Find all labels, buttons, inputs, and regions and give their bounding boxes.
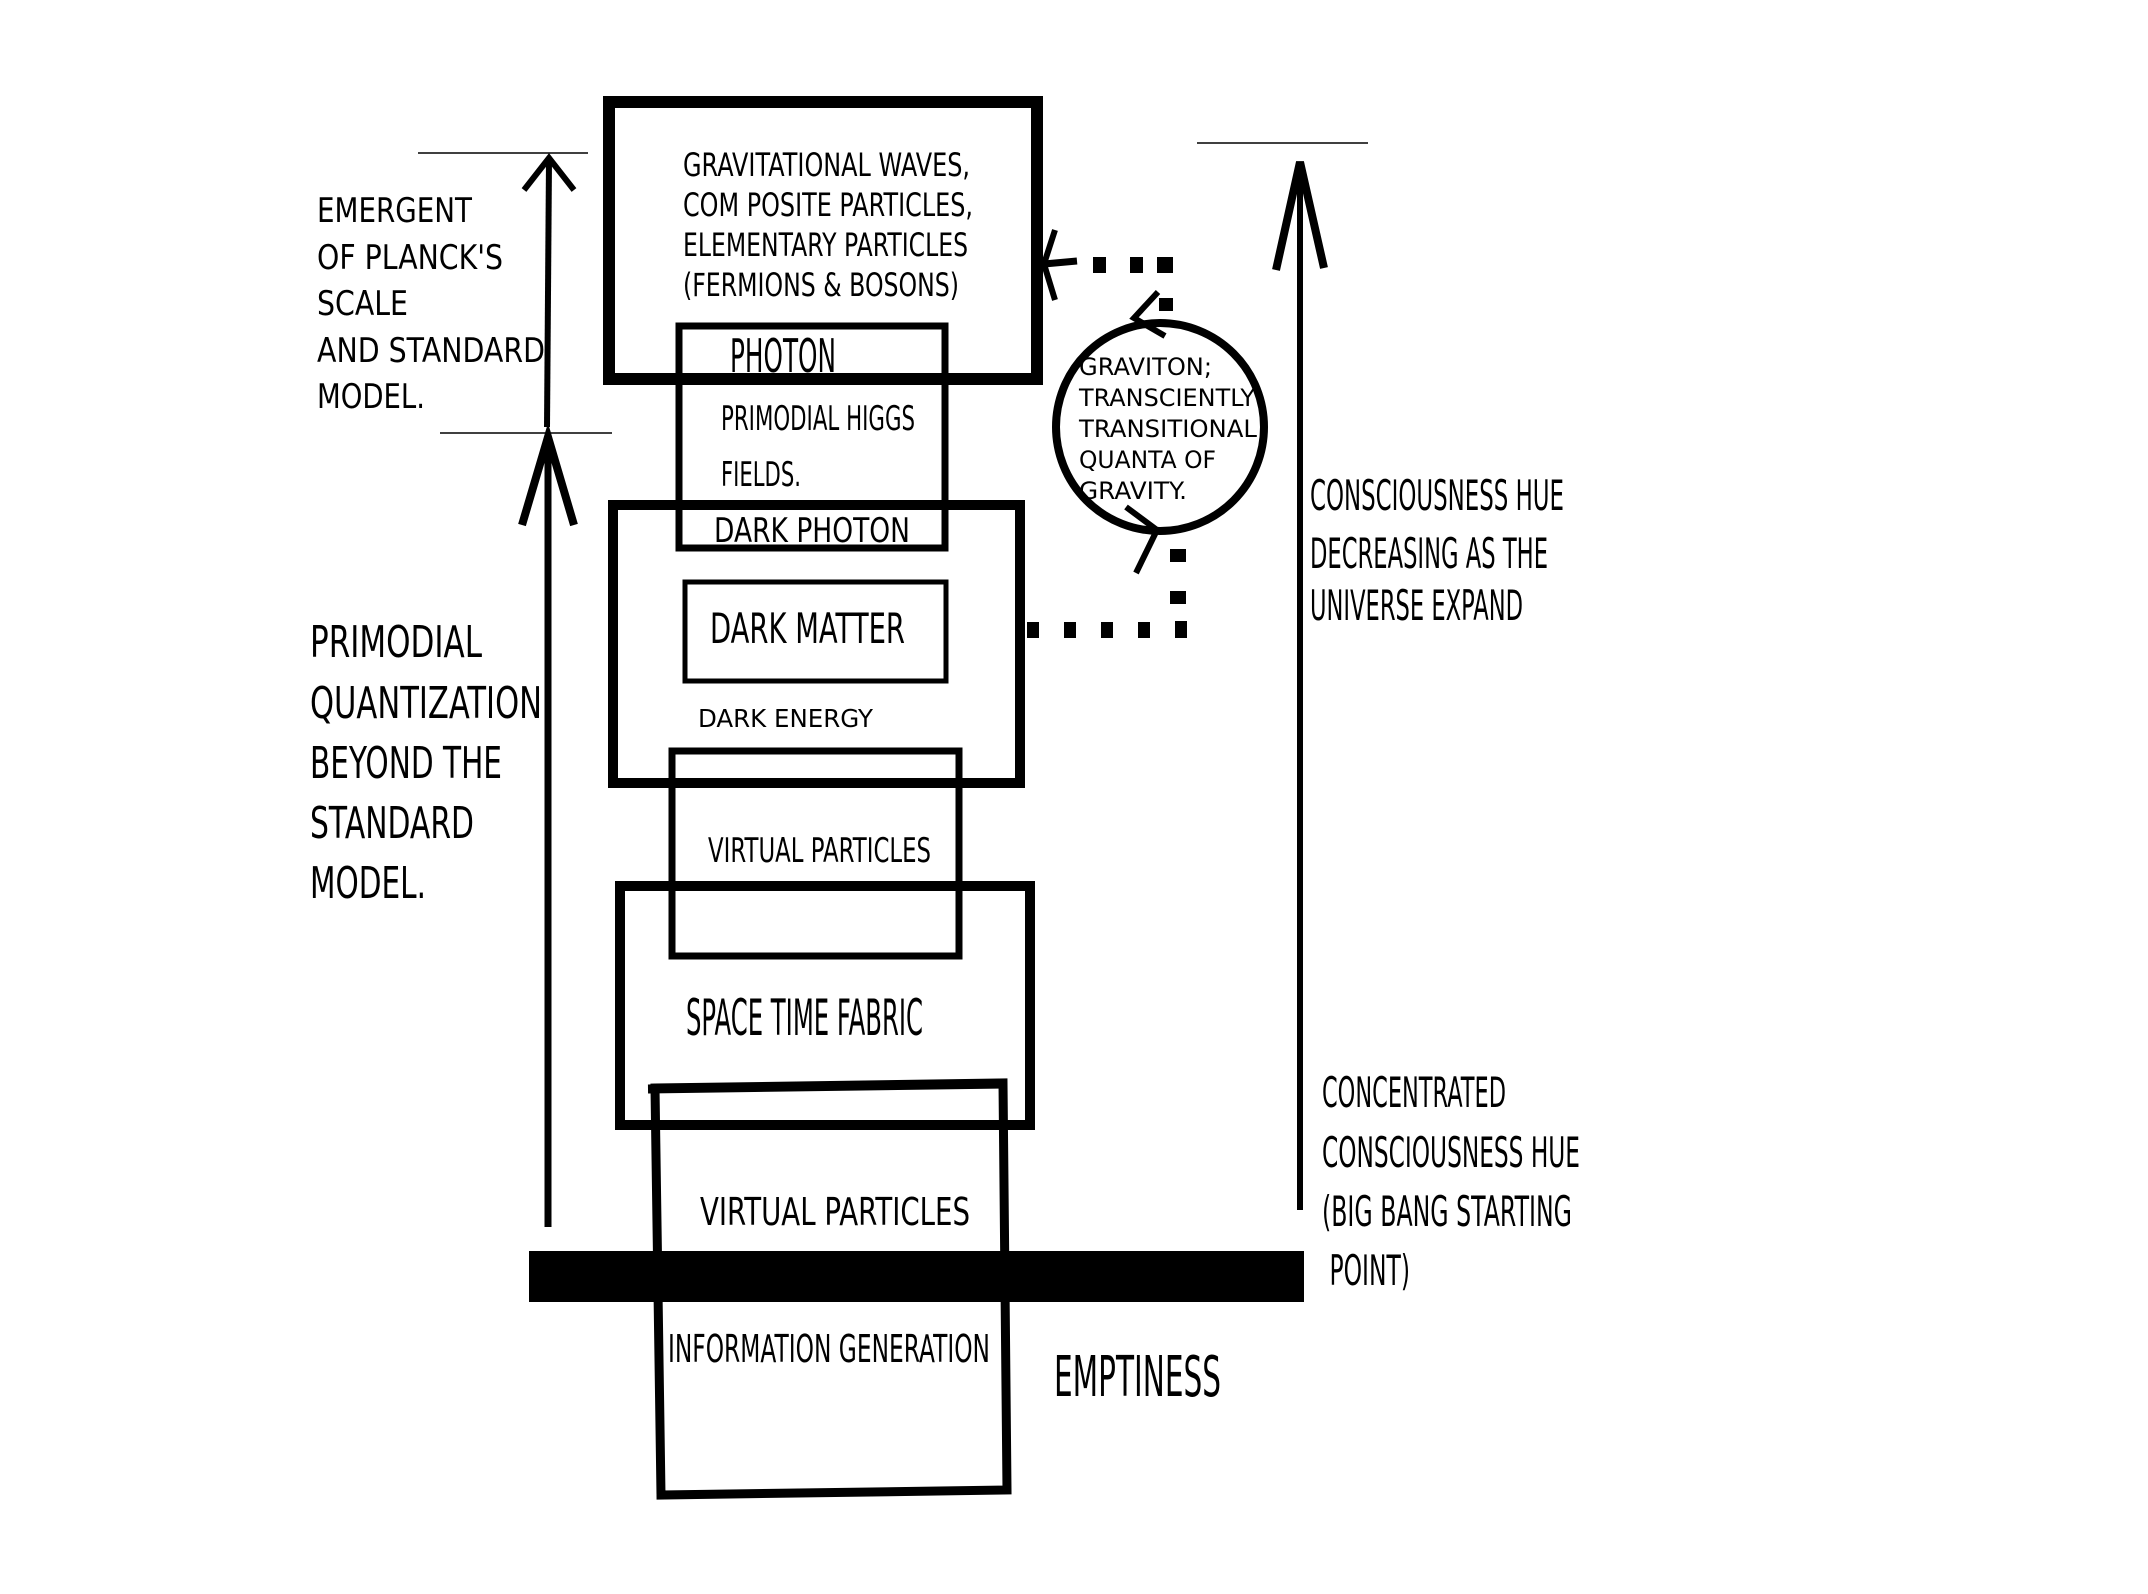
graviton-line: TRANSITIONAL (1078, 415, 1258, 443)
particles-box-text: GRAVITATIONAL WAVES, COM POSITE PARTICLE… (683, 146, 973, 304)
particles-line: (FERMIONS & BOSONS) (683, 266, 959, 304)
dot (1138, 622, 1150, 638)
dot (1130, 257, 1143, 273)
particles-line: ELEMENTARY PARTICLES (683, 226, 968, 264)
consciousness-decreasing-label: CONSCIOUSNESS HUE DECREASING AS THE UNIV… (1310, 471, 1564, 630)
graviton-line: GRAVITY. (1079, 477, 1187, 505)
particles-line: COM POSITE PARTICLES, (683, 186, 973, 224)
graviton-circle (1052, 319, 1268, 535)
left-scale (418, 152, 612, 1227)
dotted-path-right-and-bottom (1027, 549, 1187, 638)
primodial-arrow-icon (518, 422, 578, 1227)
emergent-line: MODEL. (317, 377, 425, 417)
dot (1170, 591, 1186, 604)
emptiness-label: EMPTINESS (1054, 1345, 1221, 1410)
concentrated-line: CONCENTRATED (1322, 1068, 1506, 1117)
emergent-line: OF PLANCK'S (317, 238, 503, 278)
arrow-left-into-particles-icon (1040, 229, 1078, 301)
primodial-line: BEYOND THE (310, 738, 502, 789)
planck-arrow-icon (521, 153, 577, 428)
emergent-line: EMERGENT (317, 191, 472, 231)
primodial-quantization-label: PRIMODIAL QUANTIZATION BEYOND THE STANDA… (310, 617, 542, 909)
information-box-top-edge (647, 1079, 1007, 1094)
dot (1159, 298, 1173, 311)
dark-matter-label: DARK MATTER (710, 604, 905, 653)
emergent-line: SCALE (317, 284, 408, 324)
emergent-label: EMERGENT OF PLANCK'S SCALE AND STANDARD … (317, 191, 545, 417)
graviton-line: QUANTA OF (1079, 446, 1216, 474)
dotted-path-top (1093, 257, 1173, 311)
emergent-line: AND STANDARD (317, 331, 545, 371)
right-scale (1197, 142, 1368, 1210)
graviton-loop: GRAVITON; TRANSCIENTLY TRANSITIONAL QUAN… (1027, 229, 1268, 638)
higgs-line: PRIMODIAL HIGGS (721, 399, 915, 439)
dot (1027, 622, 1039, 638)
particles-box (603, 96, 1043, 385)
concentrated-line: (BIG BANG STARTING (1322, 1187, 1572, 1236)
dot (1170, 549, 1186, 562)
virtual-particles-lower-label: VIRTUAL PARTICLES (700, 1190, 970, 1234)
decreasing-line: DECREASING AS THE (1310, 529, 1548, 578)
higgs-line: FIELDS. (721, 455, 801, 495)
consciousness-arrow-icon (1272, 161, 1328, 1210)
dot (1093, 257, 1106, 273)
dark-matter-box (682, 579, 949, 684)
dark-energy-label: DARK ENERGY (698, 704, 874, 733)
photon-higgs-box (675, 322, 949, 552)
space-time-fabric-box (615, 881, 1035, 1130)
primodial-line: PRIMODIAL (310, 617, 482, 668)
graviton-line: GRAVITON; (1079, 353, 1212, 381)
virtual-particles-upper-label: VIRTUAL PARTICLES (708, 831, 931, 871)
graviton-line: TRANSCIENTLY (1078, 384, 1255, 412)
graviton-text: GRAVITON; TRANSCIENTLY TRANSITIONAL QUAN… (1078, 353, 1258, 505)
particles-line: GRAVITATIONAL WAVES, (683, 146, 970, 184)
concentrated-consciousness-label: CONCENTRATED CONSCIOUSNESS HUE (BIG BANG… (1322, 1068, 1580, 1295)
dot (1175, 621, 1187, 638)
dot (1064, 622, 1076, 638)
information-generation-label: INFORMATION GENERATION (668, 1327, 990, 1371)
dark-energy-box (608, 500, 1025, 788)
dark-photon-label: DARK PHOTON (714, 511, 910, 551)
circle-bottom-arrowhead-icon (1124, 504, 1161, 575)
circle-top-arrowhead-icon (1129, 289, 1167, 339)
primodial-line: STANDARD (310, 798, 474, 849)
photon-label: PHOTON (730, 329, 836, 383)
decreasing-line: UNIVERSE EXPAND (1310, 581, 1523, 630)
decreasing-line: CONSCIOUSNESS HUE (1310, 471, 1564, 520)
concentrated-line: CONSCIOUSNESS HUE (1322, 1128, 1580, 1177)
dot (1101, 622, 1113, 638)
concentrated-line: POINT) (1322, 1246, 1410, 1295)
emptiness-baseline-bar (529, 1251, 1304, 1302)
space-time-fabric-label: SPACE TIME FABRIC (686, 989, 923, 1047)
primodial-line: QUANTIZATION (310, 678, 542, 729)
primodial-line: MODEL. (310, 858, 426, 909)
virtual-particles-upper-box (668, 747, 963, 960)
dot (1157, 257, 1173, 273)
